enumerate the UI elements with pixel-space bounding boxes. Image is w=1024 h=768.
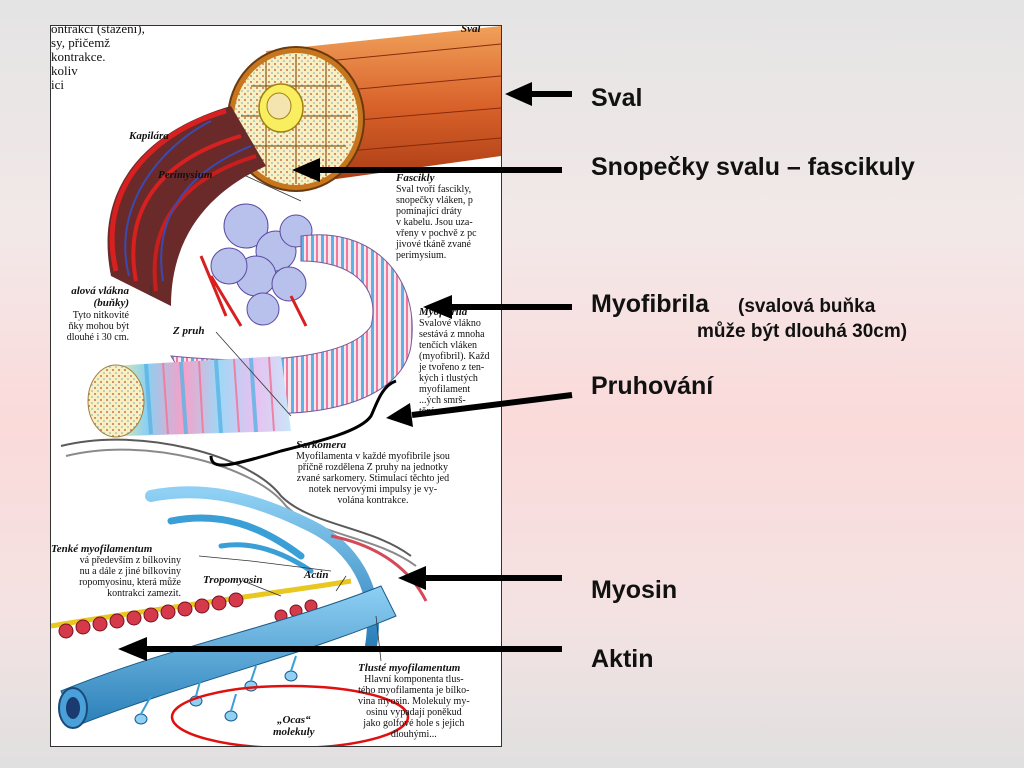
figure-z-prub: Z pruh xyxy=(173,325,205,337)
figure-tenke-head: Tenké myofilamentum xyxy=(51,543,153,555)
figure-tluste-head: Tlusté myofilamentum xyxy=(358,662,461,674)
label-myofibrila: Myofibrila xyxy=(591,290,710,318)
figure-actin: Actin xyxy=(304,569,329,581)
figure-perimysium: Perimysium xyxy=(158,169,213,181)
figure-fascikly-text: Sval tvoří fascikly, snopečky vláken, p … xyxy=(396,184,477,261)
figure-tenke-text: vá především z bílkoviny nu a dále z jin… xyxy=(79,555,181,599)
label-myofibrila-note-2: může být dlouhá 30cm) xyxy=(697,321,908,342)
figure-ocas-label: „Ocas“ molekuly xyxy=(273,714,315,738)
figure-tropomyosin: Tropomyosin xyxy=(203,574,263,586)
figure-sarkomera-head: Sarkomera xyxy=(296,439,347,451)
label-myosin: Myosin xyxy=(591,576,678,604)
fascicle-bundle xyxy=(107,106,313,327)
figure-sarkomera-text: Myofilamenta v každé myofibrile jsou pří… xyxy=(296,451,450,506)
actin-chain xyxy=(51,578,352,639)
label-sval: Sval xyxy=(591,84,643,112)
label-aktin: Aktin xyxy=(591,645,654,673)
figure-cut-text: ontrakci (stažení), sy, přičemž kontrakc… xyxy=(51,25,145,92)
figure-myofibrila-head: Myofibrila xyxy=(419,306,468,318)
tail-highlight-ellipse xyxy=(170,684,410,746)
figure-svalova-head: alová vlákna (buňky) xyxy=(71,285,129,309)
figure-myofibrila-text: Svalové vlákno sestává z mnoha tenčích v… xyxy=(419,318,490,417)
figure-fascikly-head: Fascikly xyxy=(396,172,435,184)
figure-kapilara: Kapilára xyxy=(129,130,169,142)
figure-svalova-text: Tyto nitkovité ňky mohou být dlouhé i 30… xyxy=(66,310,129,343)
muscle-structure-figure: ontrakci (stažení), sy, přičemž kontrakc… xyxy=(50,25,502,747)
myofibril xyxy=(87,234,413,438)
arrow-sval xyxy=(505,82,572,106)
figure-tluste-text: Hlavní komponenta tlus- tého myofilament… xyxy=(358,674,470,740)
label-myofibrila-note-1: (svalová buňka xyxy=(738,296,876,317)
label-snopecky: Snopečky svalu – fascikuly xyxy=(591,153,915,181)
thick-filament xyxy=(58,585,397,729)
whole-muscle xyxy=(227,26,501,192)
label-pruhovani: Pruhování xyxy=(591,372,714,400)
muscle-illustration xyxy=(51,26,501,746)
sarcomere-brace xyxy=(209,379,397,467)
figure-sval-tag: Sval xyxy=(461,25,481,35)
